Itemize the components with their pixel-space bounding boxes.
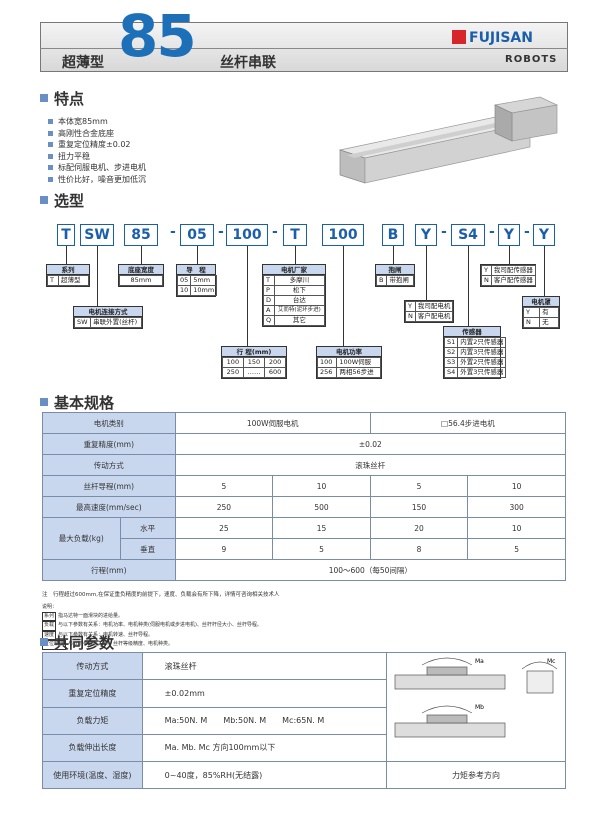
spec-table: 电机类别 100W伺服电机 □56.4步进电机 重复精度(mm) ±0.02 传… bbox=[42, 412, 567, 581]
svg-text:Mb: Mb bbox=[475, 704, 484, 711]
model-code-driver: Y bbox=[415, 224, 437, 246]
feature-item: 性价比好，噪音更加低沉 bbox=[48, 174, 146, 186]
spec-legend: 说明： 系列指马达特一面滑块的进给量。 负载与以下参数有关系：电机功率、电机种类… bbox=[42, 604, 262, 650]
model-code-lead: 05 bbox=[180, 224, 214, 246]
feature-item: 高刚性合金底座 bbox=[48, 128, 146, 140]
model-code-power: 100 bbox=[322, 224, 364, 246]
header-left-title: 超薄型 bbox=[62, 55, 104, 71]
model-code-series: T bbox=[57, 224, 75, 246]
brand-logo: FUJISAN bbox=[452, 30, 533, 46]
feature-item: 本体宽85mm bbox=[48, 116, 146, 128]
model-code-maker: T bbox=[283, 224, 307, 246]
header-banner bbox=[40, 22, 568, 72]
model-code-sensor-supply: Y bbox=[498, 224, 520, 246]
spec-title: 基本规格 bbox=[40, 392, 114, 413]
header-right-title: 丝杆串联 bbox=[220, 55, 276, 71]
svg-text:Mc: Mc bbox=[547, 658, 555, 665]
model-code-width: 85 bbox=[124, 224, 158, 246]
brand-mark-icon bbox=[452, 30, 466, 44]
feature-item: 扭力平稳 bbox=[48, 151, 146, 163]
feature-item: 重复定位精度±0.02 bbox=[48, 139, 146, 151]
width-box: 底座宽度 85mm bbox=[118, 264, 164, 287]
svg-text:Ma: Ma bbox=[475, 658, 484, 665]
product-image bbox=[338, 96, 559, 184]
moment-diagram: Ma Mc Mb bbox=[394, 657, 558, 738]
model-code-conn: SW bbox=[80, 224, 114, 246]
spec-note: 注 行程超过600mm,在保证重负精度的前提下，速度、负载会有所下降，详情可咨询… bbox=[42, 592, 280, 598]
features-title: 特点 bbox=[40, 88, 84, 109]
brand-name: FUJISAN bbox=[469, 30, 533, 46]
features-list: 本体宽85mm 高刚性合金底座 重复定位精度±0.02 扭力平稳 标配伺服电机、… bbox=[48, 116, 146, 186]
brand-sub: ROBOTS bbox=[505, 54, 558, 65]
header-divider bbox=[40, 48, 568, 49]
model-code-stroke: 100 bbox=[226, 224, 268, 246]
model-code-motor-cover: Y bbox=[533, 224, 555, 246]
moment-diagram-cell: Ma Mc Mb bbox=[385, 652, 567, 762]
common-title: 共同参数 bbox=[40, 632, 114, 653]
diagram-caption: 力矩参考方向 bbox=[385, 761, 567, 789]
model-code-brake: B bbox=[382, 224, 404, 246]
header-big-number: 85 bbox=[118, 2, 197, 70]
model-title: 选型 bbox=[40, 190, 84, 211]
model-code-sensor: S4 bbox=[451, 224, 485, 246]
feature-item: 标配伺服电机、步进电机 bbox=[48, 162, 146, 174]
